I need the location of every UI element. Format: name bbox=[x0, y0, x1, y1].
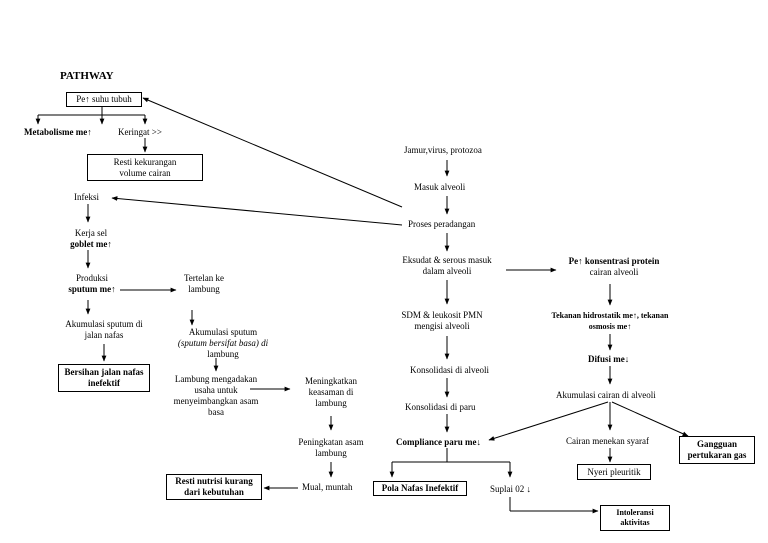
node-akumulasi-jalan-line2: jalan nafas bbox=[84, 330, 124, 340]
node-resti-volume: Resti kekurangan volume cairan bbox=[87, 154, 203, 181]
node-konsentrasi: Pe↑ konsentrasi protein cairan alveoli bbox=[558, 256, 670, 278]
node-intoleransi: Intoleransi aktivitas bbox=[600, 505, 670, 531]
node-lambung-usaha-line2: usaha untuk bbox=[194, 385, 238, 395]
node-suhu-tubuh-label: Pe↑ suhu tubuh bbox=[76, 94, 132, 104]
node-mual: Mual, muntah bbox=[302, 482, 353, 492]
node-tertelan-line1: Tertelan ke bbox=[183, 273, 225, 283]
node-sdm-line1: SDM & leukosit PMN bbox=[401, 310, 483, 320]
node-eksudat: Eksudat & serous masuk dalam alveoli bbox=[396, 255, 498, 277]
node-intoleransi-line2: aktivitas bbox=[620, 518, 650, 527]
node-kerja-sel-line1: Kerja sel bbox=[74, 228, 108, 238]
node-kerja-sel-line2: goblet me↑ bbox=[70, 239, 112, 249]
node-suhu-tubuh: Pe↑ suhu tubuh bbox=[66, 92, 142, 107]
node-lambung-usaha: Lambung mengadakan usaha untuk menyeimba… bbox=[168, 374, 264, 418]
node-keringat: Keringat >> bbox=[118, 127, 162, 137]
node-intoleransi-line1: Intoleransi bbox=[616, 508, 654, 517]
node-eksudat-line2: dalam alveoli bbox=[422, 266, 472, 276]
node-pola-nafas: Pola Nafas Inefektif bbox=[373, 481, 467, 496]
node-konsentrasi-line1: Pe↑ konsentrasi protein bbox=[568, 256, 660, 266]
node-suplai: Suplai 02 ↓ bbox=[490, 484, 532, 494]
node-akumulasi-sputum: Akumulasi sputum (sputum bersifat basa) … bbox=[168, 327, 278, 360]
node-bersihan-line1: Bersihan jalan nafas bbox=[64, 367, 144, 377]
node-produksi-line1: Produksi bbox=[75, 273, 108, 283]
node-gangguan-line2: pertukaran gas bbox=[687, 450, 747, 460]
node-akumulasi-sputum-line2: (sputum bersifat basa) di bbox=[177, 338, 269, 348]
node-tekanan-line2: osmosis me↑ bbox=[588, 322, 632, 331]
node-resti-volume-line2: volume cairan bbox=[119, 168, 171, 178]
node-tekanan: Tekanan hidrostatik me↑, tekanan osmosis… bbox=[538, 310, 682, 332]
node-meningkatkan: Meningkatkan keasaman di lambung bbox=[293, 376, 369, 409]
node-konsolidasi-alveoli: Konsolidasi di alveoli bbox=[410, 365, 489, 375]
node-proses: Proses peradangan bbox=[408, 219, 476, 229]
node-peningkatan: Peningkatan asam lambung bbox=[288, 437, 374, 459]
node-meningkatkan-line2: keasaman di bbox=[308, 387, 354, 397]
node-peningkatan-line1: Peningkatan asam bbox=[298, 437, 364, 447]
node-meningkatkan-line1: Meningkatkan bbox=[305, 376, 357, 386]
node-konsentrasi-line2: cairan alveoli bbox=[589, 267, 639, 277]
node-sdm-line2: mengisi alveoli bbox=[414, 321, 470, 331]
node-cairan-menekan: Cairan menekan syaraf bbox=[566, 436, 649, 446]
node-resti-nutrisi-line2: dari kebutuhan bbox=[184, 487, 244, 497]
node-akumulasi-jalan-line1: Akumulasi sputum di bbox=[65, 319, 143, 329]
page-title: PATHWAY bbox=[60, 70, 114, 82]
node-resti-volume-line1: Resti kekurangan bbox=[113, 157, 177, 167]
node-akumulasi-jalan: Akumulasi sputum di jalan nafas bbox=[58, 319, 150, 341]
node-akumulasi-sputum-line3: lambung bbox=[207, 349, 239, 359]
node-meningkatkan-line3: lambung bbox=[315, 398, 347, 408]
node-compliance: Compliance paru me↓ bbox=[396, 437, 481, 447]
node-resti-nutrisi-line1: Resti nutrisi kurang bbox=[175, 476, 253, 486]
node-nyeri: Nyeri pleuritik bbox=[577, 464, 651, 480]
node-akumulasi-sputum-line1: Akumulasi sputum bbox=[188, 327, 258, 337]
node-pola-nafas-label: Pola Nafas Inefektif bbox=[381, 483, 459, 493]
node-tertelan-line2: lambung bbox=[188, 284, 220, 294]
node-tertelan: Tertelan ke lambung bbox=[176, 273, 232, 295]
node-gangguan: Gangguan pertukaran gas bbox=[679, 436, 755, 464]
node-bersihan-line2: inefektif bbox=[88, 378, 120, 388]
node-infeksi: Infeksi bbox=[74, 192, 99, 202]
node-nyeri-label: Nyeri pleuritik bbox=[587, 467, 641, 477]
node-gangguan-line1: Gangguan bbox=[696, 439, 738, 449]
node-lambung-usaha-line3: menyeimbangkan asam bbox=[173, 396, 259, 406]
node-metabolisme: Metabolisme me↑ bbox=[24, 127, 92, 137]
node-jamur: Jamur,virus, protozoa bbox=[404, 145, 482, 155]
node-eksudat-line1: Eksudat & serous masuk bbox=[402, 255, 492, 265]
node-lambung-usaha-line1: Lambung mengadakan bbox=[174, 374, 258, 384]
node-produksi-line2: sputum me↑ bbox=[68, 284, 116, 294]
node-akumulasi-cairan: Akumulasi cairan di alveoli bbox=[556, 390, 656, 400]
node-produksi: Produksi sputum me↑ bbox=[60, 273, 124, 295]
node-peningkatan-line2: lambung bbox=[315, 448, 347, 458]
node-konsolidasi-paru: Konsolidasi di paru bbox=[405, 402, 476, 412]
node-kerja-sel: Kerja sel goblet me↑ bbox=[64, 228, 118, 250]
node-tekanan-line1: Tekanan hidrostatik me↑, tekanan bbox=[551, 311, 669, 320]
node-lambung-usaha-line4: basa bbox=[208, 407, 224, 417]
node-difusi: Difusi me↓ bbox=[588, 354, 630, 364]
node-masuk-alveoli: Masuk alveoli bbox=[414, 182, 466, 192]
node-resti-nutrisi: Resti nutrisi kurang dari kebutuhan bbox=[166, 474, 262, 500]
node-bersihan: Bersihan jalan nafas inefektif bbox=[58, 364, 150, 392]
node-sdm: SDM & leukosit PMN mengisi alveoli bbox=[392, 310, 492, 332]
